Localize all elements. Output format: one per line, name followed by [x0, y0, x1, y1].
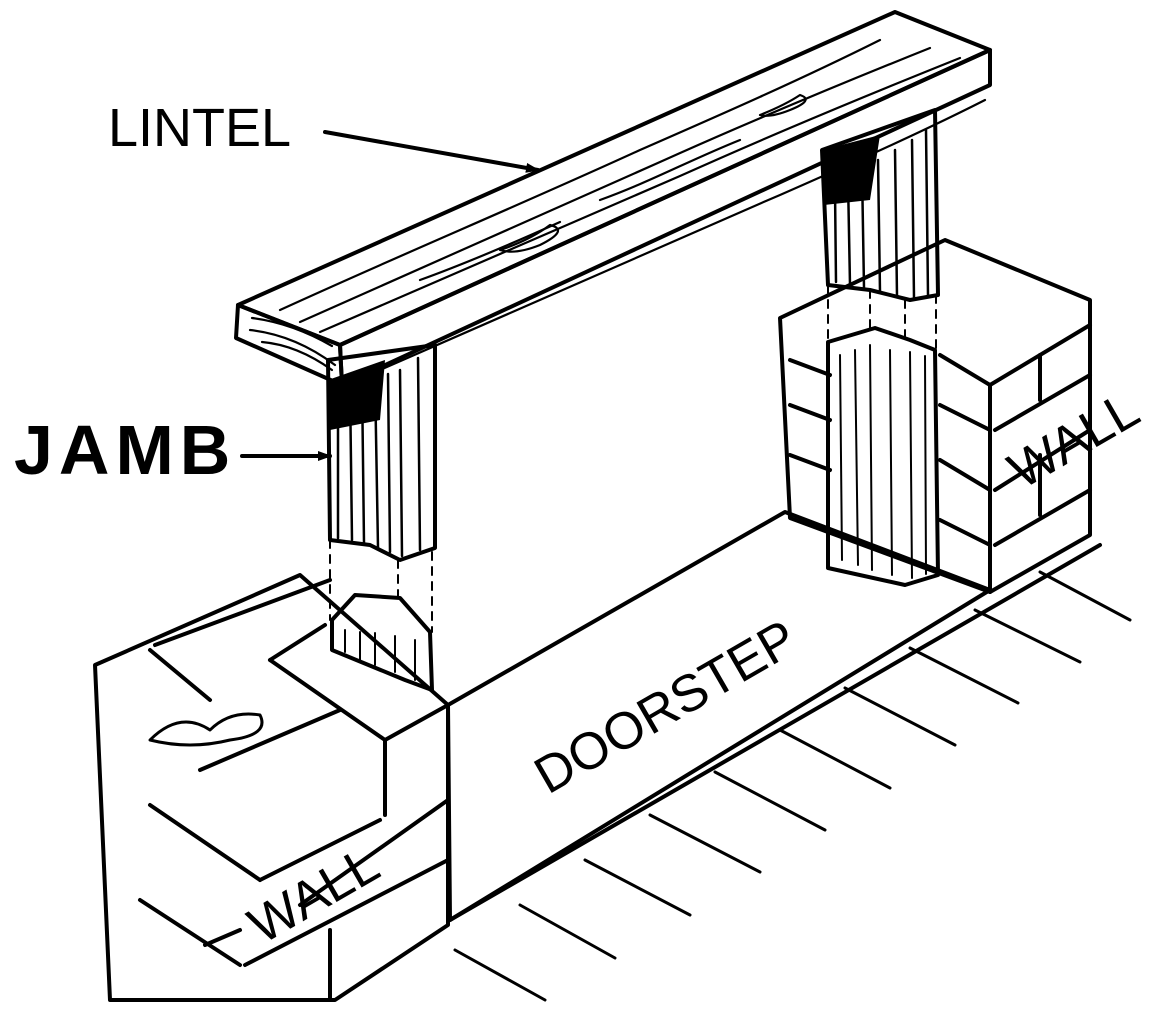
wood-grain: [248, 38, 987, 372]
jamb-label: JAMB: [14, 411, 236, 489]
jamb-callout: JAMB: [14, 411, 332, 489]
ground-hatching: [453, 570, 1132, 1002]
left-jamb-stub: [330, 593, 434, 692]
lintel: [234, 10, 992, 387]
lintel-arrow: [323, 130, 540, 173]
right-wall-label: WALL: [999, 380, 1149, 500]
left-jamb: [326, 343, 437, 562]
lintel-label: LINTEL: [108, 98, 291, 158]
alignment-dashes: [329, 284, 937, 633]
lintel-callout: LINTEL: [108, 98, 540, 173]
right-jamb: [820, 108, 940, 302]
right-wall: WALL: [778, 238, 1149, 594]
doorstep: DOORSTEP: [446, 510, 1102, 922]
right-jamb-base: [826, 326, 940, 587]
